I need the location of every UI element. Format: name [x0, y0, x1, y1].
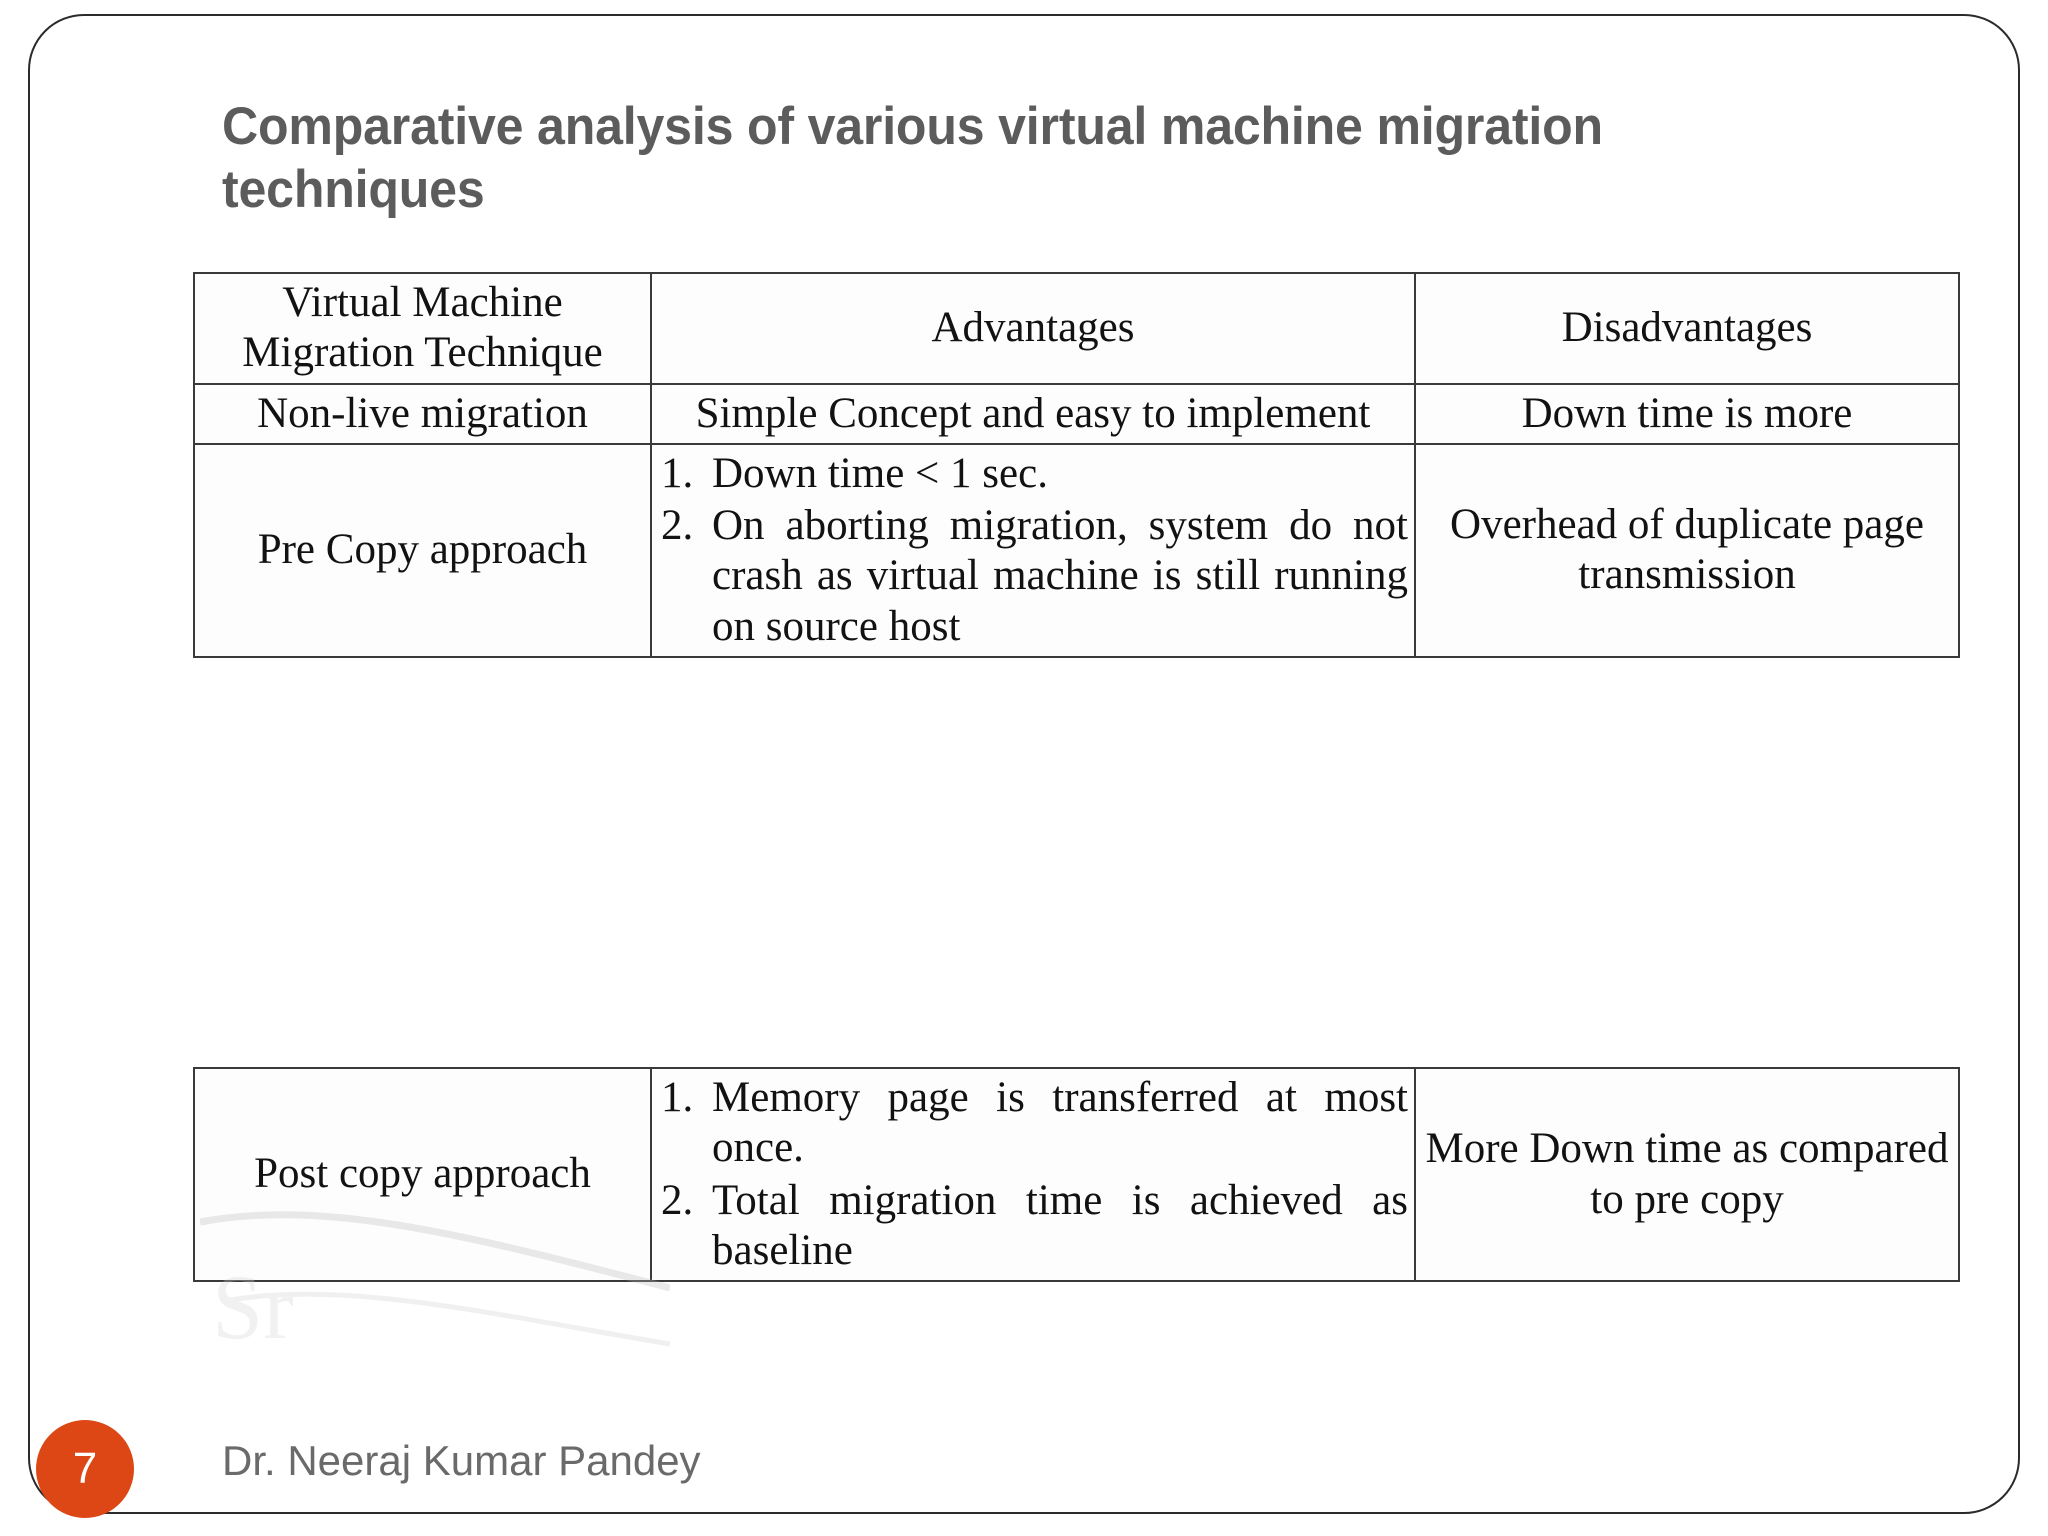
advantages-list-pre-copy: Down time < 1 sec. On aborting migration… — [658, 449, 1408, 652]
migration-comparison-table-upper: Virtual Machine Migration Technique Adva… — [193, 272, 1960, 659]
page-title: Comparative analysis of various virtual … — [222, 97, 1603, 219]
migration-comparison-table-lower: Post copy approach Memory page is transf… — [193, 1066, 1960, 1283]
header-cell-disadvantages: Disadvantages — [1414, 272, 1960, 385]
cell-disadvantages-pre-copy: Overhead of duplicate page transmission — [1414, 442, 1960, 659]
header-cell-advantages: Advantages — [650, 272, 1416, 385]
cell-disadvantages-post-copy: More Down time as compared to pre copy — [1414, 1066, 1960, 1283]
list-item: Down time < 1 sec. — [704, 449, 1408, 499]
cell-disadvantages-non-live: Down time is more — [1414, 382, 1960, 445]
list-item: Total migration time is achieved as base… — [704, 1176, 1408, 1277]
cell-technique-non-live: Non-live migration — [193, 382, 652, 445]
comparison-table: Virtual Machine Migration Technique Adva… — [193, 272, 1960, 659]
comparison-table-continued: Post copy approach Memory page is transf… — [193, 1066, 1960, 1283]
footer-author: Dr. Neeraj Kumar Pandey — [222, 1437, 701, 1484]
table-header-row: Virtual Machine Migration Technique Adva… — [193, 272, 1960, 385]
table-row: Non-live migration Simple Concept and ea… — [193, 382, 1960, 445]
cell-technique-pre-copy: Pre Copy approach — [193, 442, 652, 659]
cell-advantages-post-copy: Memory page is transferred at most once.… — [650, 1066, 1416, 1283]
list-item: On aborting migration, system do not cra… — [704, 501, 1408, 652]
table-row: Post copy approach Memory page is transf… — [193, 1066, 1960, 1283]
table-row: Pre Copy approach Down time < 1 sec. On … — [193, 442, 1960, 659]
advantages-list-post-copy: Memory page is transferred at most once.… — [658, 1073, 1408, 1276]
slide-border-frame — [28, 14, 2020, 1514]
header-cell-technique: Virtual Machine Migration Technique — [193, 272, 652, 385]
page-number-badge: 7 — [36, 1420, 134, 1518]
list-item: Memory page is transferred at most once. — [704, 1073, 1408, 1174]
cell-advantages-pre-copy: Down time < 1 sec. On aborting migration… — [650, 442, 1416, 659]
cell-technique-post-copy: Post copy approach — [193, 1066, 652, 1283]
cell-advantages-non-live: Simple Concept and easy to implement — [650, 382, 1416, 445]
